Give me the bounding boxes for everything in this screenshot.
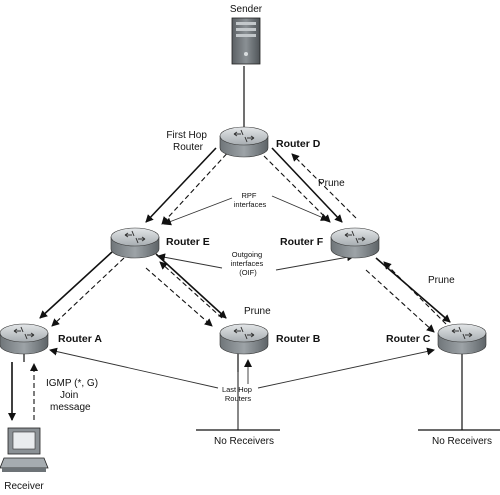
no-receivers-b-label: No Receivers: [214, 436, 274, 447]
sender-label: Sender: [230, 4, 263, 15]
igmp-line2: Join: [60, 390, 78, 401]
router-c-label: Router C: [386, 333, 431, 345]
server-icon: [231, 17, 261, 65]
oif-label: Outgoing interfaces (OIF): [231, 250, 266, 277]
router-f-icon: [330, 227, 380, 259]
router-c-icon: [437, 323, 487, 355]
igmp-line1: IGMP (*, G): [46, 378, 98, 389]
igmp-join-label: IGMP (*, G) Join message: [46, 378, 101, 413]
router-d-label: Router D: [276, 138, 321, 150]
rpf-line1: RPF: [241, 191, 256, 200]
receiver-label: Receiver: [4, 481, 44, 492]
rpf-label: RPF interfaces: [234, 191, 267, 209]
router-e-icon: [110, 227, 160, 259]
oif-line1: Outgoing: [232, 250, 262, 259]
oif-line2: interfaces: [231, 259, 264, 268]
rpf-line2: interfaces: [234, 200, 267, 209]
router-a-label: Router A: [58, 333, 102, 345]
router-b-label: Router B: [276, 333, 321, 345]
links: [23, 66, 463, 430]
router-b-icon: [219, 323, 269, 355]
router-d-icon: [219, 126, 269, 158]
no-receivers-c-label: No Receivers: [432, 436, 492, 447]
prune-label-b: Prune: [244, 306, 271, 317]
annotation-arrows: [49, 195, 435, 389]
last-hop-line1: Last Hop: [222, 385, 252, 394]
last-hop-line2: Routers: [225, 394, 252, 403]
control-arrows: [30, 147, 447, 420]
first-hop-label: First Hop Router: [166, 130, 209, 153]
first-hop-line1: First Hop: [166, 130, 207, 141]
igmp-line3: message: [50, 402, 91, 413]
computer-icon: [0, 427, 49, 472]
prune-label-d: Prune: [318, 178, 345, 189]
router-a-icon: [0, 323, 49, 355]
first-hop-line2: Router: [173, 142, 204, 153]
oif-line3: (OIF): [239, 268, 257, 277]
last-hop-label: Last Hop Routers: [222, 385, 254, 403]
lan-segments: [196, 372, 500, 431]
prune-label-c: Prune: [428, 275, 455, 286]
router-e-label: Router E: [166, 236, 210, 248]
router-f-label: Router F: [280, 236, 324, 248]
